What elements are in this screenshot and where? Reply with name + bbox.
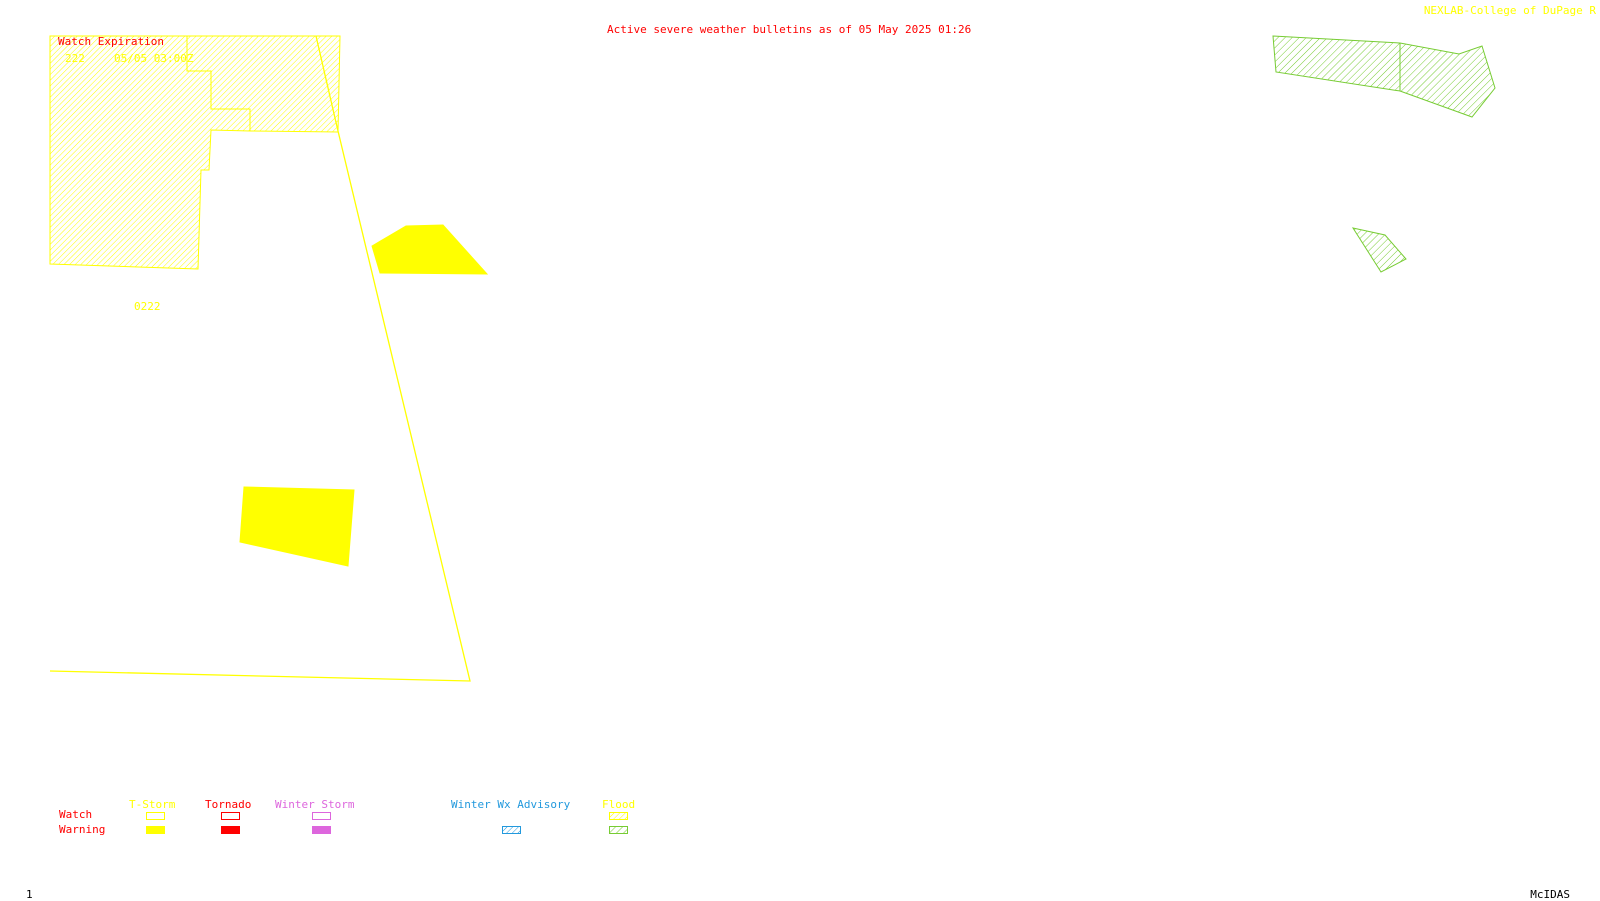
software-label: McIDAS xyxy=(1530,888,1570,901)
legend-tstorm-label: T-Storm xyxy=(129,798,176,811)
tstorm-warning-2 xyxy=(239,486,355,567)
legend-flood-label: Flood xyxy=(602,798,636,811)
legend-winter-storm-watch-swatch xyxy=(312,812,331,820)
legend-warning-row-label: Warning xyxy=(59,823,106,836)
legend-watch-row-label: Watch xyxy=(59,808,93,821)
tstorm-watch-outline xyxy=(49,35,471,682)
watch-expiration-number: 222 xyxy=(65,52,85,65)
watch-expiration-time: 05/05 03:00Z xyxy=(114,52,194,65)
legend-winter-advisory-label: Winter Wx Advisory xyxy=(451,798,571,811)
watch-expiration-heading: Watch Expiration xyxy=(58,35,164,48)
legend-tornado-warning-swatch xyxy=(221,826,240,834)
legend-tornado-label: Tornado xyxy=(205,798,252,811)
legend-winter-advisory-swatch xyxy=(502,826,521,834)
flood-warning-2 xyxy=(1351,227,1407,273)
legend-flood-watch-swatch xyxy=(609,812,628,820)
flood-watch-inner-border xyxy=(186,36,251,131)
credit-label: NEXLAB-College of DuPage R xyxy=(1423,4,1596,17)
legend-tornado-watch-swatch xyxy=(221,812,240,820)
watch-id-label: 0222 xyxy=(134,300,161,313)
frame-number: 1 xyxy=(26,888,33,901)
legend-winter-storm-warning-swatch xyxy=(312,826,331,834)
legend-winter-storm-label: Winter Storm xyxy=(275,798,355,811)
bulletin-title: Active severe weather bulletins as of 05… xyxy=(607,23,972,36)
tstorm-warning-1 xyxy=(371,224,489,275)
flood-warning-1 xyxy=(1272,35,1496,118)
flood-watch-area xyxy=(49,35,341,270)
legend-tstorm-watch-swatch xyxy=(146,812,165,820)
legend-flood-warning-swatch xyxy=(609,826,628,834)
legend-tstorm-warning-swatch xyxy=(146,826,165,834)
